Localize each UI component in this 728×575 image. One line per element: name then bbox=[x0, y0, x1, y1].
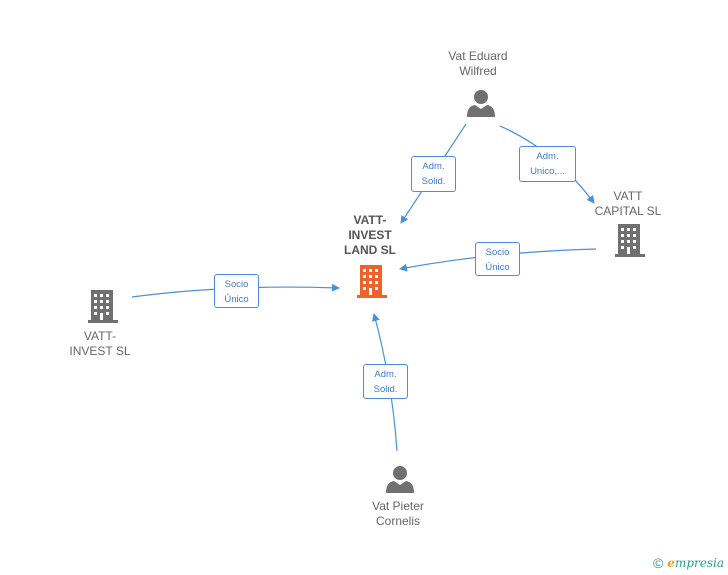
edge-label-adm-unico[interactable]: Adm. Unico,... bbox=[519, 146, 576, 182]
node-label-vatt-capital[interactable]: VATT CAPITAL SL bbox=[594, 189, 662, 218]
brand-name: mpresia bbox=[674, 556, 724, 570]
edge-label-socio-unico-capital[interactable]: Socio Único bbox=[475, 242, 520, 276]
brand-footer[interactable]: © empresia bbox=[653, 555, 724, 571]
building-icon[interactable] bbox=[357, 265, 387, 299]
person-icon[interactable] bbox=[386, 466, 414, 493]
building-icon[interactable] bbox=[615, 224, 645, 257]
node-label-vatt-invest-land[interactable]: VATT- INVEST LAND SL bbox=[344, 213, 396, 257]
person-icon[interactable] bbox=[467, 90, 495, 117]
copyright-icon: © bbox=[652, 555, 664, 571]
node-label-vat-pieter[interactable]: Vat Pieter Cornelis bbox=[372, 499, 424, 528]
edge-label-adm-solid-pieter[interactable]: Adm. Solid. bbox=[363, 364, 408, 399]
building-icon[interactable] bbox=[88, 290, 118, 323]
brand-initial: e bbox=[667, 556, 675, 570]
edge-label-socio-unico-invest[interactable]: Socio Único bbox=[214, 274, 259, 308]
node-label-vat-eduard[interactable]: Vat Eduard Wilfred bbox=[448, 49, 508, 78]
node-label-vatt-invest[interactable]: VATT- INVEST SL bbox=[69, 329, 131, 358]
edge-label-adm-solid-eduard[interactable]: Adm. Solid. bbox=[411, 156, 456, 192]
